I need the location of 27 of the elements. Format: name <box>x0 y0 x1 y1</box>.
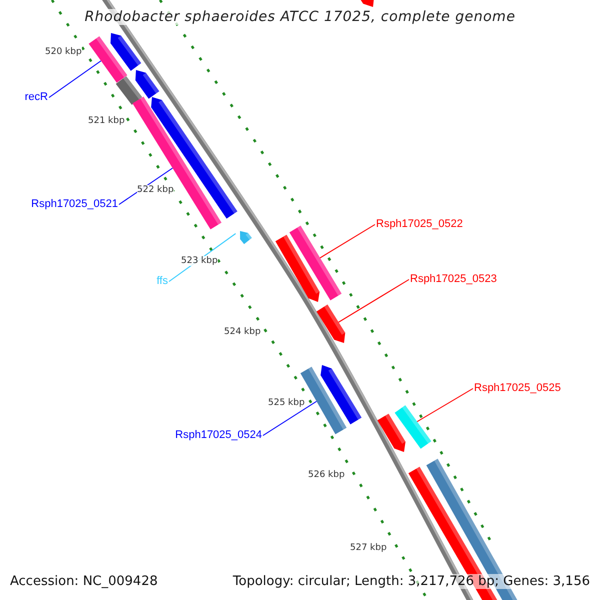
accession-text: Accession: NC_009428 <box>10 574 158 589</box>
gene-block <box>240 231 252 244</box>
scale-label: 527 kbp <box>350 543 387 553</box>
gene-bar <box>289 226 342 300</box>
gene-label: Rsph17025_0523 <box>410 273 497 286</box>
leader-line <box>338 279 410 323</box>
gene-bar <box>132 96 222 230</box>
scale-label: 523 kbp <box>181 256 218 266</box>
gene-label: ffs <box>156 275 168 288</box>
leader-line <box>262 400 318 436</box>
scale-label: 524 kbp <box>224 327 261 337</box>
scale-label: 526 kbp <box>308 470 345 480</box>
title: Rhodobacter sphaeroides ATCC 17025, complete genome <box>84 9 516 25</box>
scale-label: 522 kbp <box>137 185 174 195</box>
gene-label: Rsph17025_0522 <box>376 218 463 231</box>
gene-label: Rsph17025_0525 <box>474 382 561 395</box>
gene-label: Rsph17025_0521 <box>31 198 118 211</box>
gene-bar <box>394 405 432 449</box>
leader-line <box>48 60 102 98</box>
gene-label: recR <box>24 91 48 104</box>
leader-line <box>320 224 376 258</box>
gene-label: Rsph17025_0524 <box>175 429 262 442</box>
gene-block <box>316 304 346 343</box>
genome-info-text: Topology: circular; Length: 3,217,726 bp; Genes: 3,156 <box>232 574 590 589</box>
leader-line <box>416 388 474 422</box>
scale-label: 525 kbp <box>268 398 305 408</box>
gene-bar <box>88 36 128 83</box>
